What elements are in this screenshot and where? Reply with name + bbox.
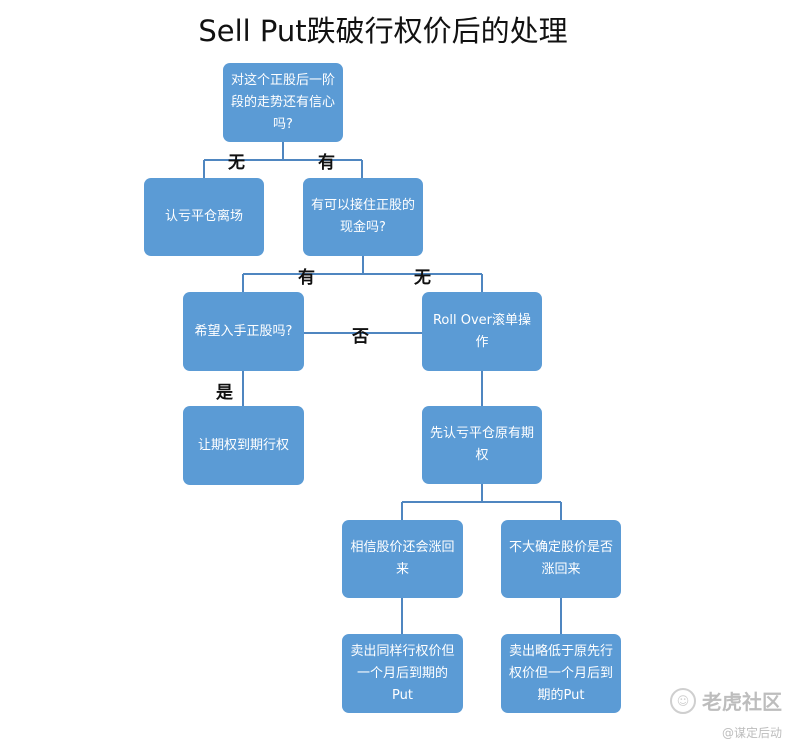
tiger-logo-icon: ☺ [670, 687, 696, 714]
node-close-first: 先认亏平仓原有期权 [422, 406, 542, 484]
node-stock-question: 希望入手正股吗? [183, 292, 304, 371]
edge-label-no: 否 [352, 327, 369, 347]
node-believe-rebound: 相信股价还会涨回来 [342, 520, 463, 598]
diagram-title: Sell Put跌破行权价后的处理 [198, 14, 568, 48]
edge-label-no: 无 [228, 153, 245, 173]
node-roll-over: Roll Over滚单操作 [422, 292, 542, 371]
watermark-brand: 老虎社区 [702, 690, 782, 714]
node-sell-same-strike: 卖出同样行权价但一个月后到期的Put [342, 634, 463, 713]
node-sell-lower-strike: 卖出略低于原先行权价但一个月后到期的Put [501, 634, 621, 713]
node-cash-question: 有可以接住正股的现金吗? [303, 178, 423, 256]
node-unsure-rebound: 不大确定股价是否涨回来 [501, 520, 621, 598]
edge-label-yes: 有 [318, 153, 335, 173]
node-confidence-question: 对这个正股后一阶段的走势还有信心吗? [223, 63, 343, 142]
edge-label-yes: 有 [298, 268, 315, 288]
watermark-author: @谋定后动 [721, 726, 782, 740]
edge-label-yes: 是 [216, 383, 233, 403]
node-exercise: 让期权到期行权 [183, 406, 304, 485]
node-exit: 认亏平仓离场 [144, 178, 264, 256]
edge-label-no: 无 [414, 268, 431, 288]
watermark: ☺ 老虎社区 [670, 686, 782, 715]
